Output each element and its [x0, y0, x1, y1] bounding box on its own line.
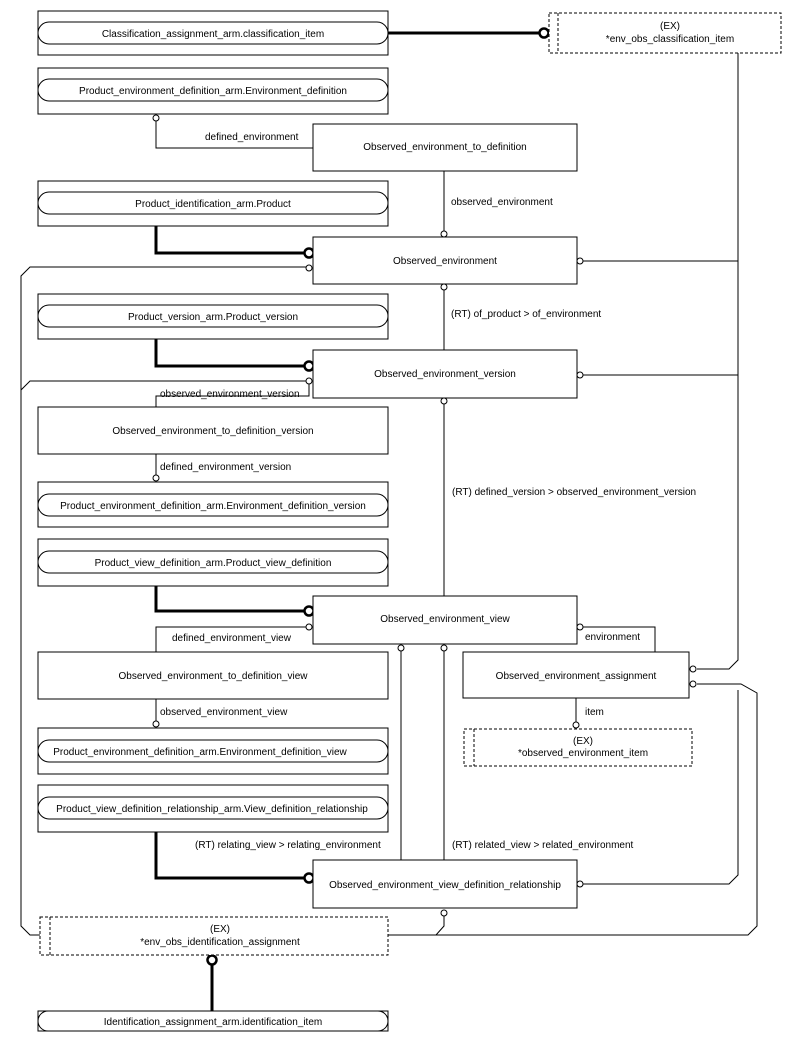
entity-identification-assignment[interactable]: Identification_assignment_arm.identifica… — [37, 1010, 389, 1032]
label-environment: environment — [585, 632, 640, 643]
ex-marker: (EX) — [573, 736, 593, 747]
endpoint-marker — [538, 27, 550, 39]
entity-label: Product_environment_definition_arm.Envir… — [79, 86, 347, 97]
endpoint-marker — [152, 474, 160, 482]
endpoint-marker — [152, 720, 160, 728]
entity-product-environment-definition[interactable]: Product_environment_definition_arm.Envir… — [37, 67, 389, 115]
endpoint-marker — [303, 247, 315, 259]
endpoint-marker — [576, 623, 584, 631]
environment-link — [580, 626, 656, 652]
entity-label: *env_obs_identification_assignment — [140, 937, 300, 948]
entity-observed-environment-to-definition-view[interactable]: Observed_environment_to_definition_view — [37, 651, 389, 700]
observed-environment-version-link — [155, 381, 310, 407]
entity-observed-environment-view-definition-relationship[interactable]: Observed_environment_view_definition_rel… — [312, 859, 578, 909]
entity-label: Observed_environment_view — [380, 614, 510, 625]
endpoint-marker — [303, 360, 315, 372]
product-link — [154, 215, 304, 255]
label-of-product: (RT) of_product > of_environment — [451, 309, 601, 320]
entity-label: Product_version_arm.Product_version — [128, 312, 298, 323]
endpoint-marker — [576, 880, 584, 888]
entity-label: Observed_environment_assignment — [496, 671, 657, 682]
endpoint-marker — [305, 264, 313, 272]
endpoint-marker — [206, 954, 218, 966]
entity-label: Observed_environment_to_definition — [363, 142, 526, 153]
endpoint-marker — [440, 644, 448, 652]
product-version-link — [154, 329, 304, 368]
right-loop-relationship — [581, 690, 739, 885]
label-observed-environment: observed_environment — [451, 197, 553, 208]
endpoint-marker — [689, 665, 697, 673]
endpoint-marker — [576, 257, 584, 265]
endpoint-marker — [440, 283, 448, 291]
entity-env-obs-identification-assignment[interactable]: (EX) *env_obs_identification_assignment — [39, 916, 389, 956]
ex-marker: (EX) — [210, 924, 230, 935]
endpoint-marker — [440, 909, 448, 917]
entity-label: Product_environment_definition_arm.Envir… — [60, 501, 366, 512]
entity-label: Product_identification_arm.Product — [135, 199, 291, 210]
connectors — [20, 31, 758, 1011]
entity-product-environment-definition-version[interactable]: Product_environment_definition_arm.Envir… — [37, 481, 389, 528]
entity-label: Product_view_definition_relationship_arm… — [56, 804, 368, 815]
relationship-identification-link — [388, 910, 445, 936]
label-observed-environment-version: observed_environment_version — [160, 389, 300, 400]
endpoint-marker — [305, 377, 313, 385]
entities: Classification_assignment_arm.classifica… — [37, 10, 782, 1032]
entity-product-identification[interactable]: Product_identification_arm.Product — [37, 180, 389, 227]
defined-environment-view-link — [155, 626, 309, 652]
label-relating-view: (RT) relating_view > relating_environmen… — [195, 840, 381, 851]
entity-label: Observed_environment_view_definition_rel… — [329, 880, 561, 891]
right-loop-identification — [388, 683, 758, 936]
label-observed-environment-view: observed_environment_view — [160, 707, 288, 718]
ex-marker: (EX) — [660, 21, 680, 32]
endpoint-marker — [152, 114, 160, 122]
entity-observed-environment-version[interactable]: Observed_environment_version — [312, 349, 578, 399]
entity-label: Identification_assignment_arm.identifica… — [104, 1017, 322, 1028]
endpoint-markers — [152, 27, 697, 966]
entity-observed-environment-view[interactable]: Observed_environment_view — [312, 595, 578, 645]
entity-label: *env_obs_classification_item — [606, 34, 734, 45]
view-definition-relationship-link — [154, 832, 304, 880]
label-related-view: (RT) related_view > related_environment — [452, 840, 634, 851]
endpoint-marker — [689, 680, 697, 688]
entity-label: Observed_environment_version — [374, 369, 516, 380]
entity-product-version[interactable]: Product_version_arm.Product_version — [37, 293, 389, 340]
entity-label: Observed_environment_to_definition_view — [118, 671, 308, 682]
endpoint-marker — [572, 721, 580, 729]
entity-label: Classification_assignment_arm.classifica… — [102, 29, 324, 40]
entity-label: *observed_environment_item — [518, 748, 648, 759]
label-defined-environment-view: defined_environment_view — [172, 633, 292, 644]
endpoint-marker — [576, 371, 584, 379]
defined-environment-link — [155, 118, 313, 149]
entity-view-definition-relationship[interactable]: Product_view_definition_relationship_arm… — [37, 784, 389, 833]
endpoint-marker — [303, 872, 315, 884]
entity-observed-environment-assignment[interactable]: Observed_environment_assignment — [462, 651, 690, 699]
entity-label: Observed_environment_to_definition_versi… — [112, 426, 313, 437]
entity-product-environment-definition-view[interactable]: Product_environment_definition_arm.Envir… — [37, 727, 389, 775]
left-loop-version — [20, 380, 309, 391]
entity-label: Product_view_definition_arm.Product_view… — [95, 558, 332, 569]
right-trunk — [697, 53, 739, 670]
label-defined-environment: defined_environment — [205, 132, 299, 143]
product-view-definition-link — [154, 586, 304, 613]
endpoint-marker — [303, 605, 315, 617]
label-defined-version: (RT) defined_version > observed_environm… — [452, 487, 696, 498]
label-item: item — [585, 707, 604, 718]
endpoint-marker — [305, 623, 313, 631]
label-defined-environment-version: defined_environment_version — [160, 462, 291, 473]
entity-observed-environment-item[interactable]: (EX) *observed_environment_item — [463, 728, 693, 767]
entity-label: Observed_environment — [393, 256, 497, 267]
entity-classification-assignment[interactable]: Classification_assignment_arm.classifica… — [37, 10, 389, 56]
left-loop-env — [20, 266, 309, 936]
entity-observed-environment-to-definition-version[interactable]: Observed_environment_to_definition_versi… — [37, 406, 389, 455]
entity-label: Product_environment_definition_arm.Envir… — [53, 747, 347, 758]
endpoint-marker — [440, 230, 448, 238]
endpoint-marker — [397, 644, 405, 652]
relationship-labels: defined_environment observed_environment… — [160, 132, 696, 851]
entity-env-obs-classification-item[interactable]: (EX) *env_obs_classification_item — [548, 12, 782, 54]
entity-product-view-definition[interactable]: Product_view_definition_arm.Product_view… — [37, 538, 389, 587]
endpoint-marker — [440, 397, 448, 405]
entity-observed-environment-to-definition[interactable]: Observed_environment_to_definition — [312, 123, 578, 172]
entity-observed-environment[interactable]: Observed_environment — [312, 236, 578, 285]
